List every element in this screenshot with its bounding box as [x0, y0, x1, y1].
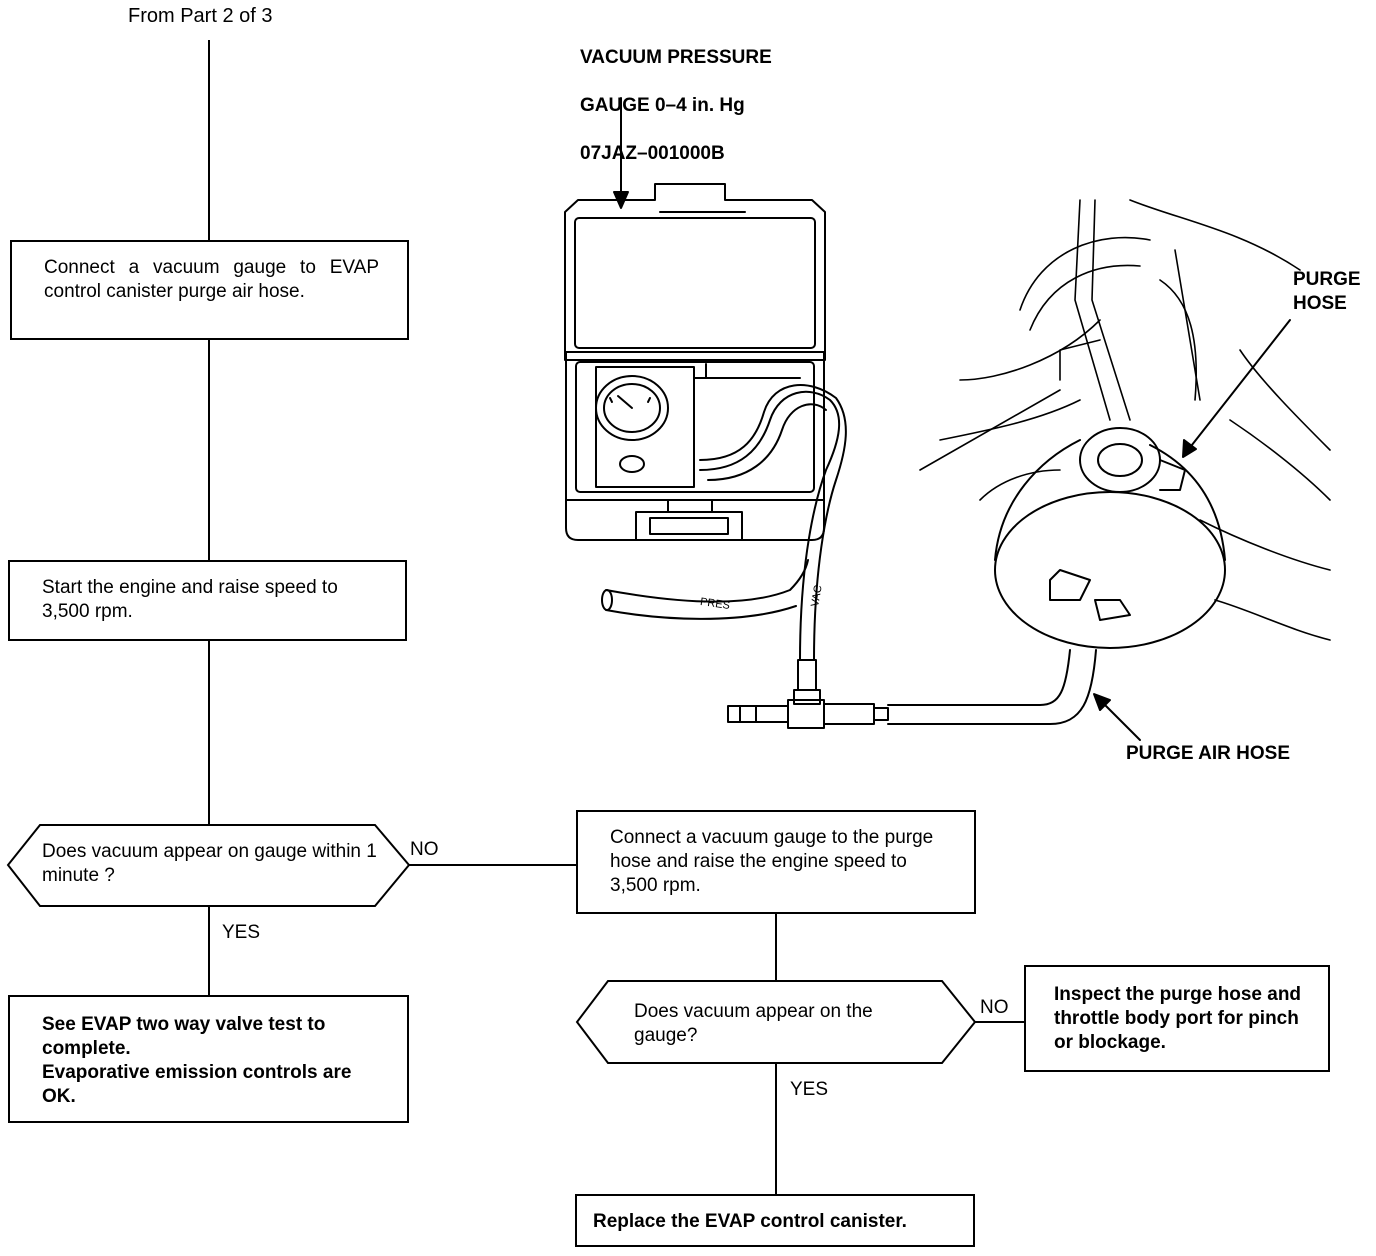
purge-air-hose-label: PURGE AIR HOSE [1126, 743, 1290, 764]
purge-hose-pointer-head [1182, 439, 1197, 458]
step-connect-gauge: Connect a vacuum gauge to EVAP control c… [10, 240, 409, 340]
step-see-two-way-valve-text: See EVAP two way valve test to complete.… [42, 1014, 352, 1107]
from-part-label: From Part 2 of 3 [128, 5, 273, 27]
branch-yes-2: YES [790, 1079, 829, 1100]
step-start-engine: Start the engine and raise speed to 3,50… [8, 560, 407, 641]
purge-air-hose-pointer-head [1093, 693, 1111, 711]
purge-air-hose-pointer [1099, 699, 1141, 741]
decision-2-text: Does vacuum appear on the gauge? [634, 1001, 873, 1046]
branch-no-1: NO [410, 839, 439, 860]
step-connect-purge-hose-text: Connect a vacuum gauge to the purge hose… [610, 827, 934, 896]
step-connect-purge-hose: Connect a vacuum gauge to the purge hose… [576, 810, 976, 914]
gauge-callout-line2: GAUGE 0–4 in. Hg [580, 95, 745, 116]
decision-shape-2 [575, 980, 977, 1064]
evap-canister [994, 427, 1226, 649]
branch-yes-1: YES [222, 922, 261, 943]
branch-no-2: NO [980, 997, 1009, 1018]
engine-bay-background [919, 199, 1331, 641]
gauge-callout-line3: 07JAZ–001000B [580, 143, 725, 164]
decision-1-text: Does vacuum appear on gauge within 1 min… [42, 841, 377, 886]
step-replace-canister: Replace the EVAP control canister. [575, 1194, 975, 1247]
purge-air-hose-line-2 [887, 649, 1097, 725]
step-inspect-purge-hose: Inspect the purge hose and throttle body… [1024, 965, 1330, 1072]
step-connect-gauge-text: Connect a vacuum gauge to EVAP control c… [44, 257, 379, 302]
t-fitting [727, 659, 889, 729]
gauge-hose [601, 384, 847, 661]
step-see-two-way-valve: See EVAP two way valve test to complete.… [8, 995, 409, 1123]
purge-air-hose-line-1 [887, 649, 1071, 706]
step-start-engine-text: Start the engine and raise speed to 3,50… [42, 577, 338, 622]
gauge-callout-label: VACUUM PRESSURE GAUGE 0–4 in. Hg 07JAZ–0… [580, 22, 772, 190]
decision-shape-1 [6, 824, 411, 907]
purge-hose-label: PURGE HOSE [1293, 269, 1361, 314]
gauge-case [564, 183, 826, 541]
gauge-dial [595, 375, 669, 473]
step-replace-canister-text: Replace the EVAP control canister. [593, 1211, 907, 1232]
step-inspect-purge-hose-text: Inspect the purge hose and throttle body… [1054, 984, 1302, 1053]
purge-hose-pointer [1187, 319, 1291, 451]
gauge-callout-line1: VACUUM PRESSURE [580, 47, 772, 68]
